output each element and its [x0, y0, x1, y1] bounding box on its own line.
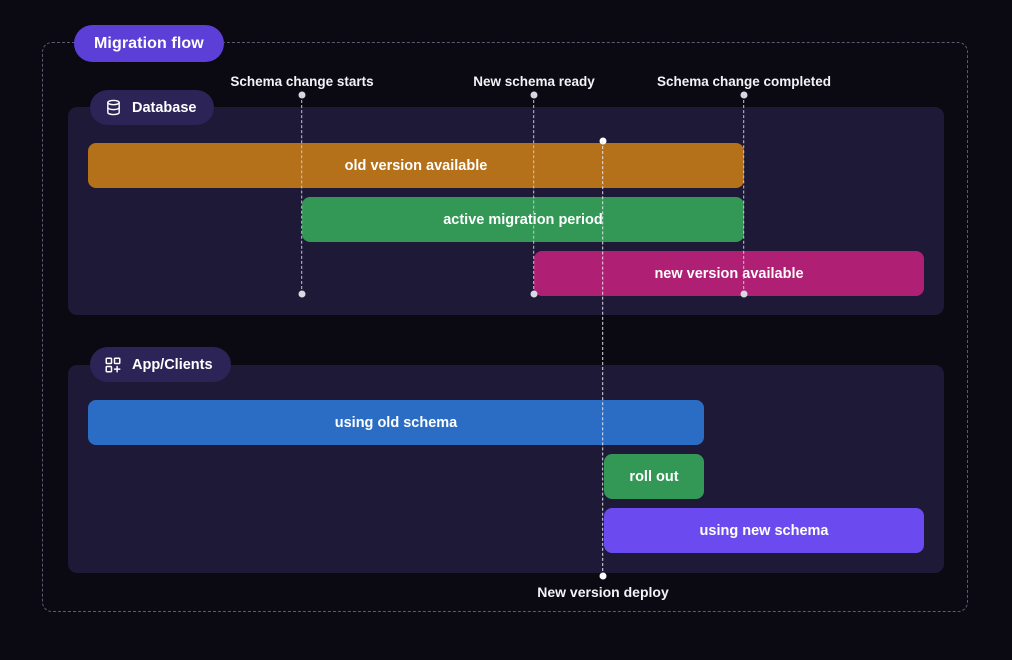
- diagram-title-label: Migration flow: [94, 34, 204, 52]
- milestone-line-new-schema-ready: [533, 95, 535, 294]
- bar-new-version-available: new version available: [534, 251, 924, 296]
- bar-old-version-available: old version available: [88, 143, 744, 188]
- milestone-dot-bottom-schema-change-starts: [298, 290, 306, 298]
- milestone-line-schema-change-starts: [301, 95, 303, 294]
- milestone-label-schema-change-starts: Schema change starts: [230, 74, 374, 89]
- lane-badge-label-app-clients: App/Clients: [132, 356, 213, 373]
- bar-label-using-old-schema: using old schema: [334, 414, 458, 431]
- bar-active-migration-period: active migration period: [302, 197, 744, 242]
- bar-label-roll-out: roll out: [629, 468, 679, 485]
- milestone-line-new-version-deploy: [602, 141, 604, 576]
- bar-label-using-new-schema: using new schema: [699, 522, 829, 539]
- milestone-label-schema-change-completed: Schema change completed: [656, 74, 832, 89]
- bar-label-old-version-available: old version available: [344, 157, 488, 174]
- milestone-label-new-schema-ready: New schema ready: [473, 74, 595, 89]
- lane-badge-app-clients: App/Clients: [90, 347, 231, 382]
- lane-badge-label-database: Database: [132, 99, 197, 116]
- milestone-line-schema-change-completed: [743, 95, 745, 294]
- bar-using-new-schema: using new schema: [604, 508, 924, 553]
- milestone-label-new-version-deploy: New version deploy: [537, 584, 669, 600]
- milestone-dot-bottom-new-version-deploy: [599, 572, 607, 580]
- diagram-frame: [42, 42, 968, 612]
- milestone-dot-bottom-schema-change-completed: [740, 290, 748, 298]
- database-icon: [104, 99, 122, 117]
- bar-roll-out: roll out: [604, 454, 704, 499]
- lane-badge-database: Database: [90, 90, 215, 125]
- milestone-dot-bottom-new-schema-ready: [530, 290, 538, 298]
- app-grid-plus-icon: [104, 356, 122, 374]
- bar-label-new-version-available: new version available: [654, 265, 804, 282]
- diagram-title-badge: Migration flow: [74, 25, 224, 62]
- bar-label-active-migration-period: active migration period: [443, 211, 603, 228]
- bar-using-old-schema: using old schema: [88, 400, 704, 445]
